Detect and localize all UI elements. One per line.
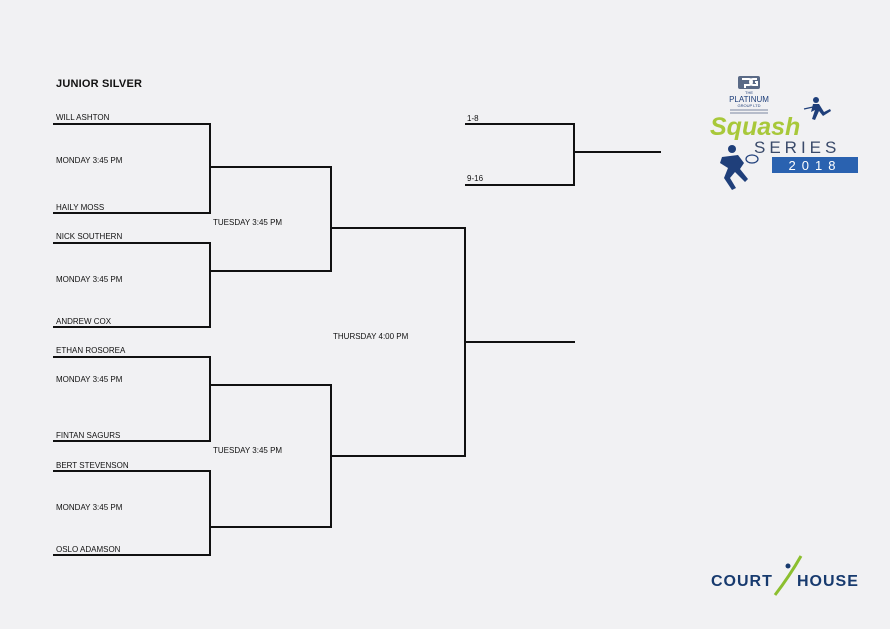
match-time: THURSDAY 4:00 PM: [333, 332, 409, 341]
bracket-line: [209, 526, 332, 528]
squash-player-icon: [720, 145, 759, 190]
bracket-line: [53, 470, 211, 472]
match-time: MONDAY 3:45 PM: [56, 156, 123, 165]
player-name: BERT STEVENSON: [56, 461, 129, 470]
match-time: MONDAY 3:45 PM: [56, 275, 123, 284]
bracket-connector: [209, 356, 211, 442]
player-name: OSLO ADAMSON: [56, 545, 121, 554]
match-time: MONDAY 3:45 PM: [56, 503, 123, 512]
bracket-line: [53, 440, 211, 442]
player-name: HAILY MOSS: [56, 203, 105, 212]
player-name: FINTAN SAGURS: [56, 431, 121, 440]
player-name: WILL ASHTON: [56, 113, 110, 122]
bracket-connector: [209, 242, 211, 328]
bracket-line: [209, 166, 332, 168]
logo-squash: Squash: [710, 113, 800, 141]
match-time: TUESDAY 3:45 PM: [213, 218, 283, 227]
bracket-line: [465, 123, 575, 125]
bracket-line: [330, 227, 466, 229]
logo-brand: PLATINUM: [729, 95, 769, 104]
logo-house: HOUSE: [797, 573, 859, 590]
bracket-connector: [573, 123, 575, 186]
match-time: MONDAY 3:45 PM: [56, 375, 123, 384]
ball-icon: [785, 563, 791, 569]
bracket-line: [465, 184, 575, 186]
bracket-line: [53, 554, 211, 556]
logo-court: COURT: [711, 573, 773, 590]
logo-year: 2018: [789, 158, 842, 173]
winner-line: [573, 151, 661, 153]
logo-group: GROUP LTD: [738, 103, 761, 108]
bracket-line: [209, 384, 332, 386]
logo-the: THE: [745, 90, 753, 95]
winner-line: [464, 341, 575, 343]
playoff-label: 1-8: [467, 114, 479, 123]
player-name: ANDREW COX: [56, 317, 112, 326]
playoff-label: 9-16: [467, 174, 484, 183]
bracket-line: [53, 212, 211, 214]
squash-series-logo: THE PLATINUM GROUP LTD Squash SERIES 201…: [710, 76, 858, 190]
year-badge: [772, 157, 858, 173]
bracket-title: JUNIOR SILVER: [56, 78, 143, 90]
bracket-line: [53, 326, 211, 328]
squash-player-icon: [803, 97, 831, 120]
bracket-connector: [209, 123, 211, 214]
player-name: NICK SOUTHERN: [56, 232, 123, 241]
bracket-connector: [330, 166, 332, 272]
swoosh-icon: [773, 555, 803, 596]
bracket-line: [53, 356, 211, 358]
player-name: ETHAN ROSOREA: [56, 346, 126, 355]
bracket-line: [53, 123, 211, 125]
platinum-group-icon: [738, 76, 760, 89]
courthouse-logo: COURT HOUSE: [711, 555, 859, 596]
match-time: TUESDAY 3:45 PM: [213, 446, 283, 455]
logo-series: SERIES: [754, 138, 840, 157]
bracket-connector: [209, 470, 211, 556]
bracket-line: [330, 455, 466, 457]
bracket-line: [53, 242, 211, 244]
bracket-line: [209, 270, 332, 272]
